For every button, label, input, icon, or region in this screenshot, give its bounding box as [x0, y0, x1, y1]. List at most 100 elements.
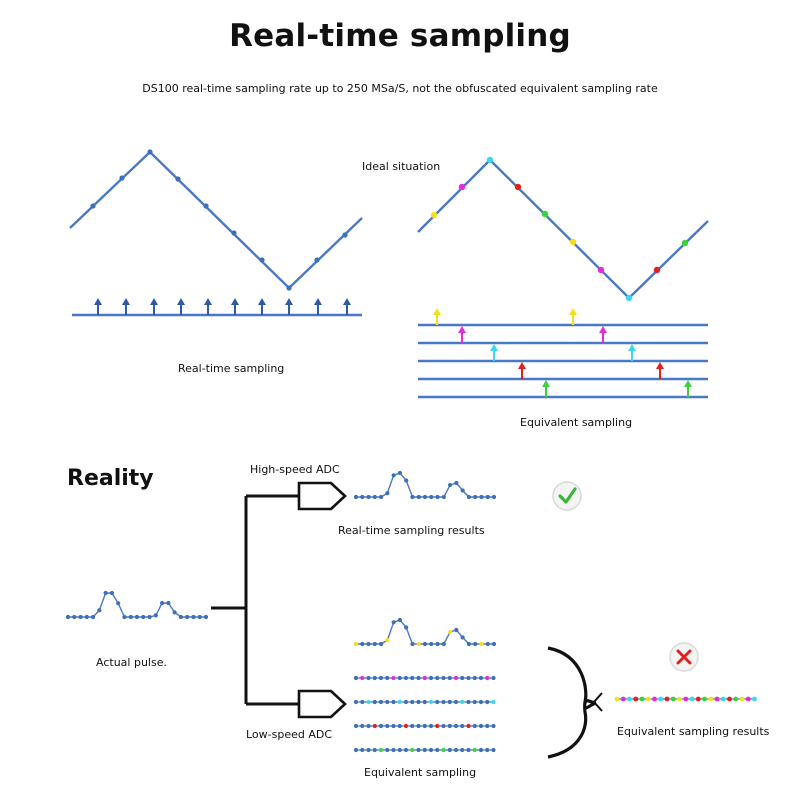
actual-pulse-dot — [122, 614, 127, 620]
actual-pulse-dot — [159, 601, 165, 606]
actual-pulse-dot — [134, 614, 140, 620]
check-icon-mark — [558, 487, 577, 504]
equivalent-row-dot — [366, 699, 371, 705]
actual-pulse-dot — [166, 600, 171, 606]
realtime-result-pulse-dot — [460, 488, 465, 493]
realtime-result-pulse-dot — [441, 494, 446, 500]
actual-pulse-line — [68, 592, 206, 618]
realtime-sample-dot — [90, 203, 96, 209]
equivalent-row-dot — [403, 747, 409, 753]
equivalent-sample-dot — [486, 156, 494, 164]
adc-branch-tree — [211, 481, 603, 759]
equivalent-row-dot — [416, 675, 421, 681]
equivalent-row-dot — [397, 723, 402, 729]
equivalent-row-dot — [391, 747, 396, 753]
equivalent-row-dot — [360, 747, 365, 753]
equivalent-sample-dot — [430, 211, 438, 219]
equivalent-row-dot — [372, 675, 377, 681]
equivalent-sample-dot — [625, 294, 633, 302]
equivalent-row-dot — [378, 675, 384, 681]
equivalent-result-dot — [645, 696, 651, 702]
equivalent-result-dot — [639, 696, 645, 702]
realtime-result-pulse-dot — [353, 494, 359, 500]
equivalent-row-dot — [422, 747, 427, 753]
equivalent-row-dot — [410, 723, 415, 729]
equivalent-sample-lines — [418, 308, 708, 399]
equivalent-row-dot — [453, 675, 459, 681]
equivalent-pulse-dot — [416, 641, 421, 647]
actual-pulse-dot — [172, 610, 177, 615]
equivalent-result-dot — [633, 696, 639, 702]
sample-arrow-head — [204, 298, 212, 305]
equivalent-row-dot — [410, 699, 415, 705]
pulse-traces — [65, 470, 497, 647]
equivalent-row-dot — [403, 723, 409, 729]
equivalent-sampling-label: Equivalent sampling — [520, 416, 633, 429]
equivalent-row-dot — [466, 699, 471, 705]
realtime-sample-dot — [175, 176, 181, 182]
equivalent-row-dot — [391, 723, 396, 729]
equivalent-row-dot — [447, 675, 452, 681]
equivalent-row-dot — [428, 675, 434, 681]
realtime-result-pulse-dot — [416, 494, 421, 500]
realtime-result-pulse-dot — [479, 494, 484, 500]
equivalent-row-dot — [410, 675, 415, 681]
sample-arrow-head — [177, 298, 185, 305]
equivalent-row-dot — [491, 747, 496, 753]
realtime-sample-dot — [147, 149, 153, 155]
equivalent-row-dot — [478, 723, 484, 729]
equivalent-row-dot — [385, 699, 390, 705]
sample-arrow-head — [285, 298, 293, 305]
equivalent-pulse-dot — [378, 641, 384, 647]
equivalent-row-dot — [428, 747, 434, 753]
equivalent-pulse-dot — [385, 638, 390, 643]
equivalent-row-dot — [472, 675, 477, 681]
actual-pulse-dot — [90, 614, 96, 620]
equivalent-arrow-head — [656, 362, 664, 369]
reality-heading: Reality — [67, 466, 154, 491]
equivalent-result-dot — [689, 696, 695, 702]
equivalent-arrow-head — [569, 308, 577, 315]
equivalent-row-dot — [416, 747, 421, 753]
actual-pulse-dot — [147, 614, 152, 620]
equivalent-result-dot — [627, 696, 632, 702]
equivalent-pulse-dot — [353, 641, 359, 647]
equivalent-row-dot — [453, 699, 459, 705]
realtime-result-pulse-dot — [491, 494, 497, 500]
actual-pulse-dot — [128, 614, 133, 620]
equivalent-result-dot — [752, 696, 757, 702]
equivalent-row-dot — [360, 723, 365, 729]
equivalent-row-dot — [378, 699, 384, 705]
realtime-result-pulse-dot — [366, 494, 371, 500]
equivalent-result-dot — [658, 696, 664, 702]
realtime-result-pulse-dot — [385, 491, 390, 496]
equivalent-row-dot — [435, 723, 440, 729]
equivalent-row-dot — [447, 747, 452, 753]
realtime-sample-dot — [119, 175, 125, 181]
check-icon-bg — [552, 481, 582, 511]
actual-pulse-dot — [103, 590, 108, 596]
realtime-result-pulse-dot — [429, 494, 434, 500]
realtime-result-pulse-dot — [360, 494, 365, 500]
sample-arrow-head — [150, 298, 158, 305]
equivalent-result-dot — [614, 696, 620, 702]
actual-pulse-dot — [116, 601, 121, 606]
realtime-wave-line — [69, 150, 363, 290]
equivalent-row-dot — [472, 699, 477, 705]
realtime-sample-arrows — [72, 298, 362, 317]
equivalent-row-dot — [353, 747, 359, 753]
equivalent-result-dot — [739, 696, 745, 702]
equivalent-pulse-dot — [391, 620, 396, 625]
equivalent-row-dot — [441, 723, 446, 729]
equivalent-row-dot — [428, 723, 434, 729]
realtime-result-pulse-dot — [454, 480, 459, 486]
equivalent-row-dot — [485, 723, 490, 729]
equivalent-row-dot — [378, 747, 384, 753]
actual-pulse-dot — [203, 614, 209, 620]
equivalent-row-dot — [460, 747, 465, 753]
low-speed-adc-shape — [297, 689, 347, 719]
realtime-result-pulse-dot — [372, 494, 377, 500]
equivalent-result-dot — [720, 696, 726, 702]
actual-pulse-dot — [109, 590, 115, 596]
high-speed-adc-label: High-speed ADC — [250, 463, 340, 476]
